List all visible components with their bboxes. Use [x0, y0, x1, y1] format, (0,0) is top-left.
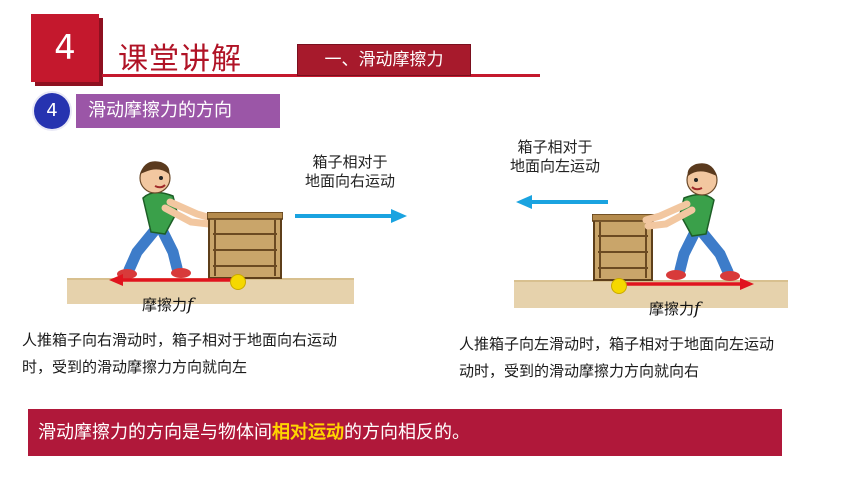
- caption-right: 人推箱子向左滑动时，箱子相对于地面向左运动 动时，受到的滑动摩擦力方向就向右: [459, 331, 854, 385]
- wooden-box: [592, 214, 654, 281]
- conclusion-banner: 滑动摩擦力的方向是与物体间相对运动的方向相反的。: [28, 409, 782, 456]
- motion-label-left: 箱子相对于 地面向右运动: [285, 153, 415, 191]
- scene-right: [514, 146, 788, 308]
- conclusion-highlight: 相对运动: [272, 422, 344, 443]
- friction-arrow-right: [620, 278, 754, 290]
- conclusion-text-after: 的方向相反的。: [344, 422, 470, 443]
- page-title: 课堂讲解: [118, 42, 242, 77]
- contact-point-dot: [611, 278, 627, 294]
- section-number-circle: 4: [34, 93, 70, 129]
- motion-label-right-line1: 箱子相对于: [517, 138, 593, 156]
- friction-label-right-text: 摩擦力: [649, 300, 695, 318]
- motion-label-left-line2: 地面向右运动: [304, 172, 395, 190]
- friction-symbol-left: f: [187, 295, 194, 315]
- friction-label-left: 摩擦力f: [142, 294, 193, 315]
- caption-right-line1: 人推箱子向左滑动时，箱子相对于地面向左运动: [459, 335, 775, 353]
- caption-left-line2: 时，受到的滑动摩擦力方向就向左: [22, 358, 248, 376]
- motion-arrow-right: [295, 209, 407, 223]
- scene-left: [67, 146, 354, 304]
- conclusion-text-before: 滑动摩擦力的方向是与物体间: [38, 422, 272, 443]
- friction-symbol-right: f: [694, 299, 701, 319]
- subtitle-badge: 一、滑动摩擦力: [297, 44, 471, 76]
- motion-label-right: 箱子相对于 地面向左运动: [490, 138, 620, 176]
- section-label: 滑动摩擦力的方向: [76, 94, 280, 128]
- motion-arrow-left: [516, 195, 608, 209]
- wooden-box: [207, 212, 283, 279]
- motion-label-right-line2: 地面向左运动: [509, 157, 600, 175]
- caption-right-line2: 动时，受到的滑动摩擦力方向就向右: [459, 362, 700, 380]
- friction-label-left-text: 摩擦力: [142, 296, 188, 314]
- boy-pushing-left-illustration: [642, 163, 740, 281]
- boy-pushing-right-illustration: [117, 161, 215, 279]
- contact-point-dot: [230, 274, 246, 290]
- caption-left-line1: 人推箱子向右滑动时，箱子相对于地面向右运动: [22, 331, 338, 349]
- friction-arrow-left: [109, 274, 239, 286]
- lesson-number-badge: 4: [31, 14, 99, 82]
- motion-label-left-line1: 箱子相对于: [312, 153, 388, 171]
- caption-left: 人推箱子向右滑动时，箱子相对于地面向右运动 时，受到的滑动摩擦力方向就向左: [22, 327, 432, 381]
- friction-label-right: 摩擦力f: [649, 298, 700, 319]
